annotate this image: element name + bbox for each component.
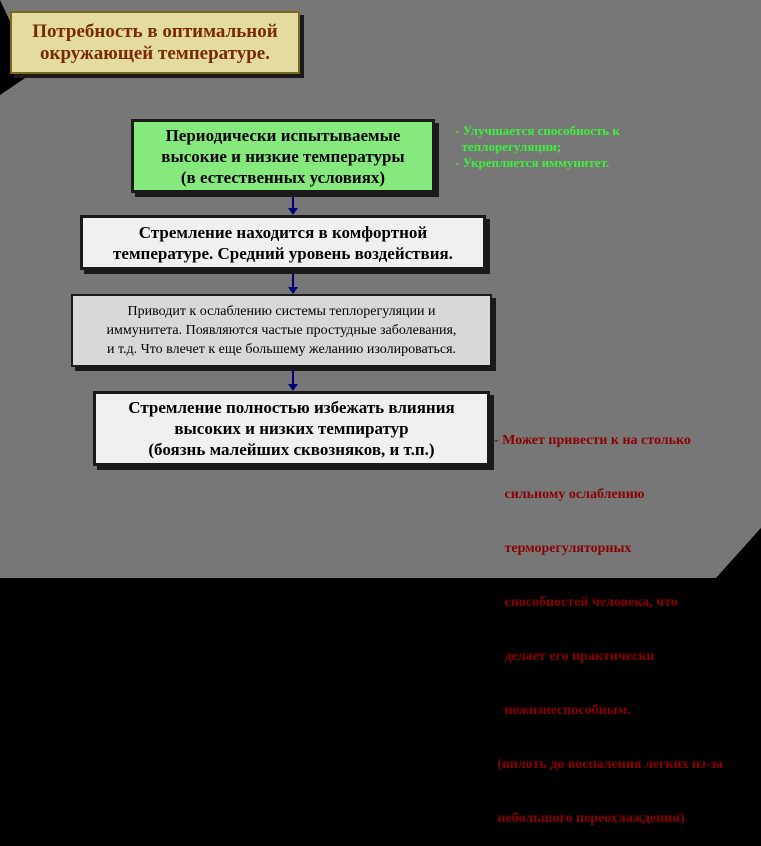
box2-line-2: температуре. Средний уровень воздействия…	[113, 243, 453, 263]
note-red-line-4: способностей человека, что	[494, 595, 678, 610]
note-red-line-5: делает его практически	[494, 649, 655, 664]
note-red-line-7: (вплоть до воспаления легких из-за	[494, 757, 724, 772]
box-comfort-temperature: Стремление находится в комфортной темпер…	[80, 215, 486, 270]
box1-line-2: высокие и низкие температуры	[161, 146, 405, 166]
arrow-2-head	[288, 287, 298, 294]
arrow-3-head	[288, 384, 298, 391]
box1-line-1: Периодически испытываемые	[165, 125, 401, 145]
note-red-line-1: - Может привести к на столько	[494, 433, 691, 448]
title-line-1: Потребность в оптимальной	[32, 20, 278, 42]
box3-line-3: и т.д. Что влечет к еще большему желанию…	[106, 342, 457, 357]
note-consequences: - Может привести к на столько сильному о…	[494, 396, 723, 846]
box-weakened-thermoregulation: Приводит к ослаблению системы теплорегул…	[71, 294, 492, 367]
box-avoid-temperatures: Стремление полностью избежать влияния вы…	[93, 391, 490, 466]
box3-line-2: иммунитета. Появляются частые простудные…	[106, 323, 457, 338]
note-green-line-1: - Улучшается способность к	[455, 123, 620, 138]
note-red-line-3: терморегуляторных	[494, 541, 632, 556]
note-benefits: - Улучшается способность к теплорегуляци…	[455, 123, 620, 171]
box4-line-2: высоких и низких темпиратур	[174, 419, 409, 438]
box4-line-3: (боязнь малейших сквозняков, и т.п.)	[148, 440, 435, 459]
note-red-line-6: нежизнеспособным.	[494, 703, 631, 718]
box3-line-1: Приводит к ослаблению системы теплорегул…	[127, 304, 436, 319]
box1-line-3: (в естественных условиях)	[180, 167, 386, 187]
box2-line-1: Стремление находится в комфортной	[138, 222, 428, 242]
title-box: Потребность в оптимальной окружающей тем…	[10, 11, 300, 74]
note-red-line-8: небольшого переохлаждения)	[494, 811, 685, 826]
box-periodic-temperatures: Периодически испытываемые высокие и низк…	[131, 119, 435, 193]
connector-arrows	[288, 193, 298, 391]
title-line-2: окружающей температуре.	[40, 42, 270, 64]
box4-line-1: Стремление полностью избежать влияния	[128, 398, 455, 417]
arrow-1-head	[288, 208, 298, 215]
note-red-line-2: сильному ослаблению	[494, 487, 645, 502]
note-green-line-3: - Укрепляется иммунитет.	[455, 155, 610, 170]
note-green-line-2: теплорегуляции;	[455, 139, 562, 154]
